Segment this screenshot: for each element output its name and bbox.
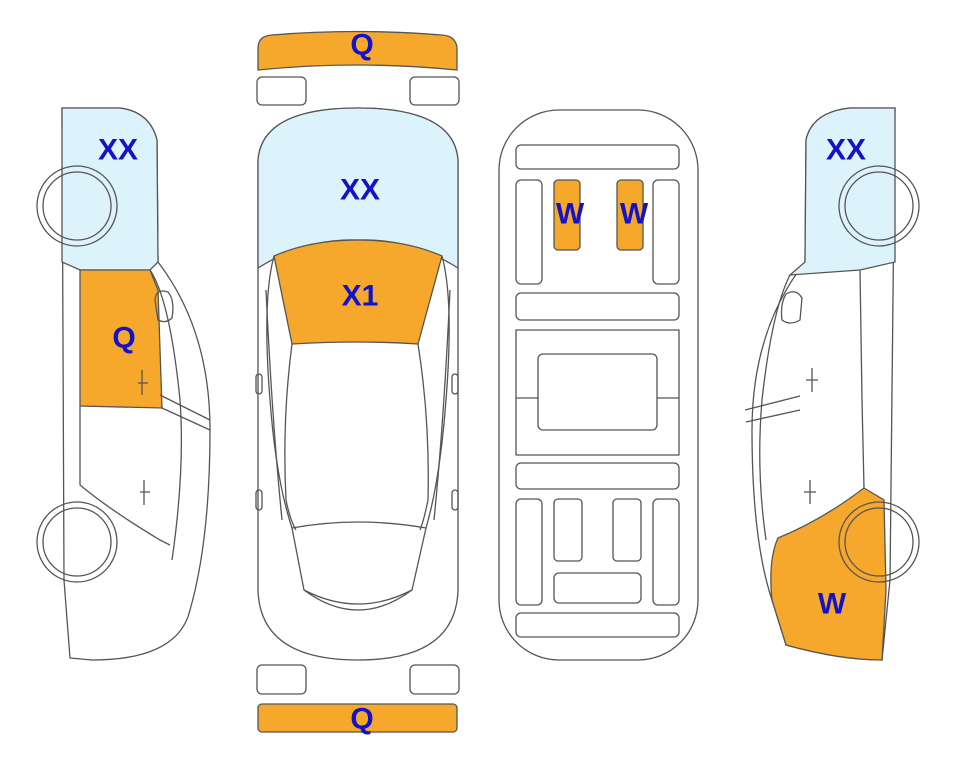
underbody-left-panel[interactable] [553, 179, 581, 251]
right-side-glass-panel[interactable] [788, 107, 896, 276]
underbody-cross-bar-1 [515, 292, 680, 321]
hood-label: X1 [342, 280, 379, 313]
right-rear-quarter-panel[interactable] [770, 487, 887, 661]
underbody-rear-bar [515, 612, 680, 638]
left-body-contour [266, 255, 293, 529]
front-left-wheel [256, 76, 307, 106]
underbody-rear-box-low [553, 572, 642, 604]
rear-left-wheel [256, 664, 307, 695]
right-side-handle-front [806, 368, 818, 392]
underbody-left-rail-rear [515, 498, 543, 606]
right-mirror [451, 373, 459, 395]
left-side-mirror [154, 290, 174, 323]
right-inner-contour [417, 343, 429, 531]
left-side-glass-label: XX [98, 134, 138, 167]
rear-window [291, 521, 427, 605]
underbody-left-rail-front [515, 179, 543, 285]
hood-panel[interactable] [273, 239, 443, 345]
right-side-window [744, 395, 801, 423]
right-side-front-hub [844, 171, 914, 241]
left-side-pillar [149, 269, 183, 561]
underbody-rear-box-right [612, 498, 642, 562]
front-right-wheel [409, 76, 460, 106]
underbody-rear-box-left [553, 498, 583, 562]
left-mirror [255, 373, 263, 395]
trunk-line [303, 589, 413, 611]
underbody-right-rail-rear [652, 498, 680, 606]
underbody-center-panel [537, 353, 658, 431]
right-side-rear-wheel [838, 501, 920, 583]
right-side-rear-hub [844, 507, 914, 577]
left-rear-handle [255, 489, 263, 511]
underbody-front-bar [515, 144, 680, 170]
underbody-left-label: W [556, 198, 585, 231]
underbody-right-label: W [620, 198, 649, 231]
rear-bumper-label: Q [350, 703, 373, 736]
left-side-window [159, 394, 211, 431]
top-view: Q XX X1 Q [255, 29, 460, 736]
underbody-mid-frame [515, 329, 680, 456]
front-bumper-label: Q [350, 29, 373, 62]
right-side-handle-rear [804, 480, 816, 504]
right-side-pillar [759, 274, 791, 541]
right-body-contour [425, 255, 450, 529]
rear-bumper-panel[interactable] [257, 703, 458, 733]
left-door-lines [265, 289, 283, 521]
left-side-rear-door [79, 406, 171, 546]
left-side-handle-rear [140, 480, 150, 505]
left-side-front-hub [42, 171, 112, 241]
left-inner-contour [284, 343, 297, 531]
right-rear-quarter-label: W [818, 588, 847, 621]
left-side-view: XX Q [36, 107, 211, 661]
left-side-handle-front [138, 370, 148, 395]
front-bumper-panel[interactable] [257, 30, 458, 71]
left-side-rear-wheel [36, 501, 118, 583]
underbody-right-rail-front [652, 179, 680, 285]
right-side-front-wheel [838, 165, 920, 247]
right-door-lines [433, 289, 451, 521]
left-side-front-wheel [36, 165, 118, 247]
roof-front-glass-label: XX [340, 174, 380, 207]
underbody-outline [498, 109, 699, 661]
underbody-cross-bar-2 [515, 462, 680, 490]
right-rear-handle [451, 489, 459, 511]
underbody-right-panel[interactable] [616, 179, 644, 251]
right-side-door-edge [859, 269, 865, 489]
left-side-rear-hub [42, 507, 112, 577]
right-side-mirror [780, 291, 803, 324]
rear-right-wheel [409, 664, 460, 695]
underbody-view: W W [498, 109, 699, 661]
right-side-glass-label: XX [826, 134, 866, 167]
left-front-door-label: Q [112, 322, 135, 355]
right-side-view: XX W [744, 107, 920, 661]
